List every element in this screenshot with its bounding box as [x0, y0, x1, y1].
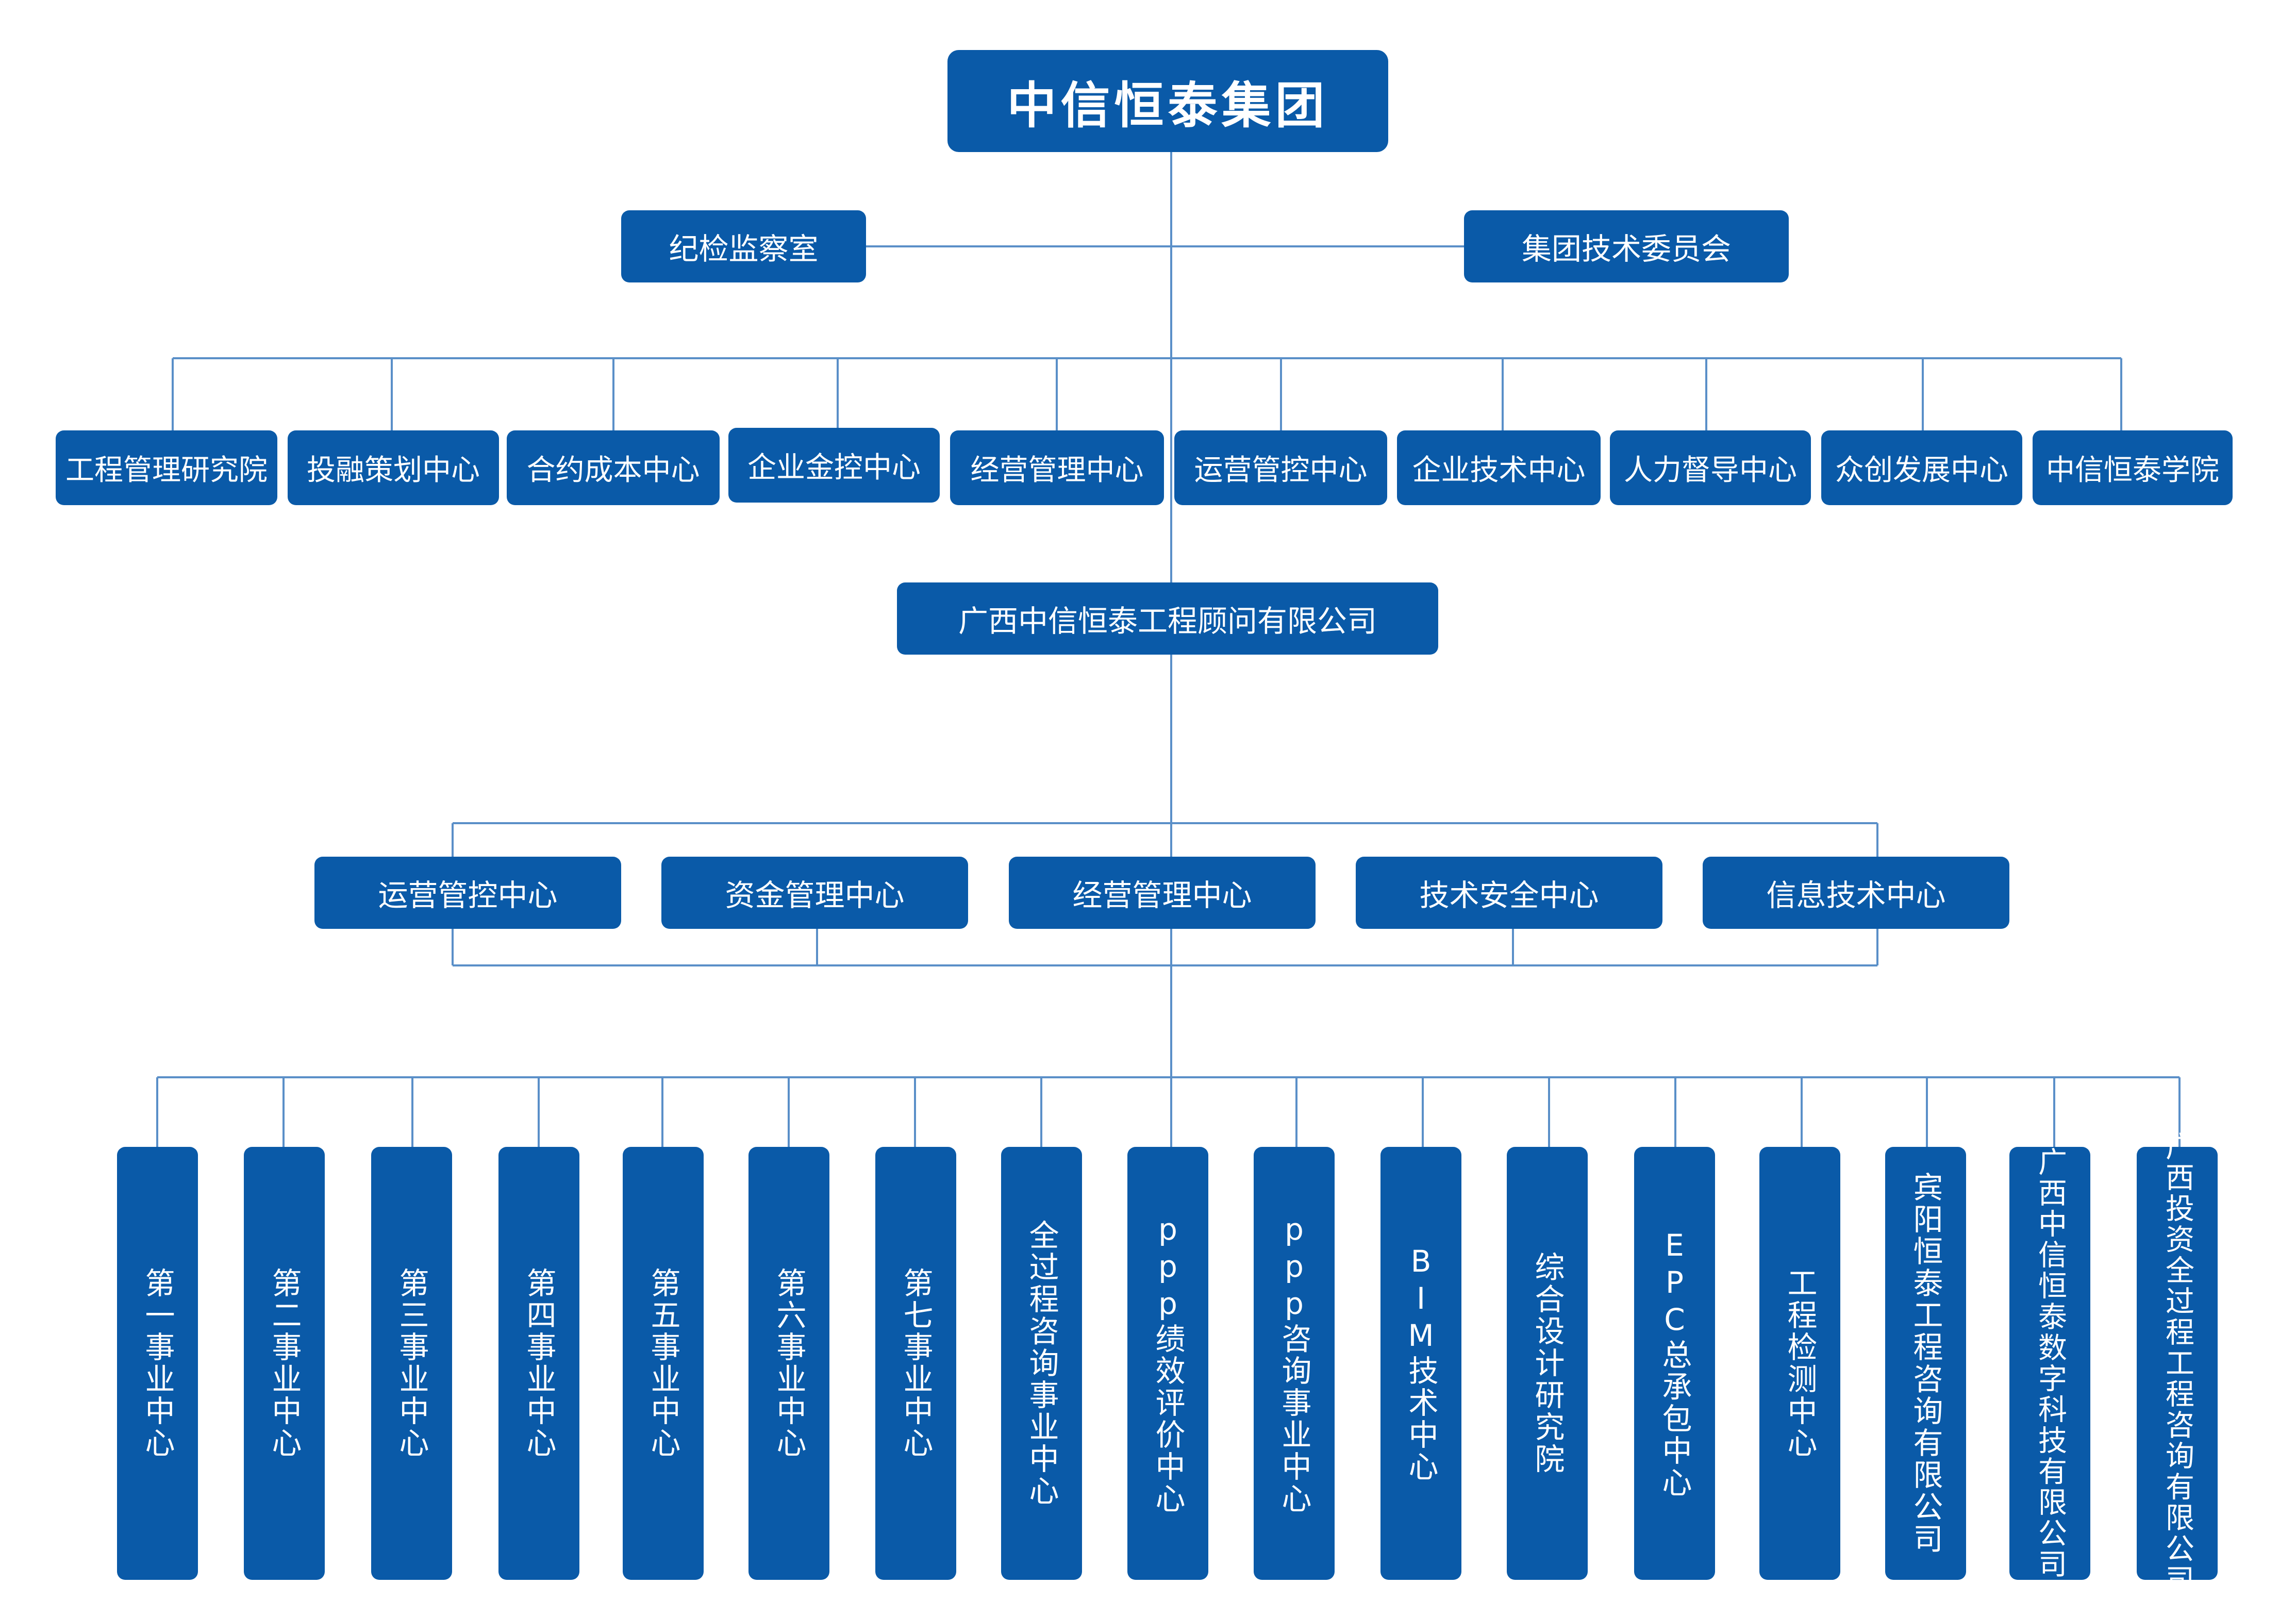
business-unit: 广西投资全过程工程咨询有限公司 [2137, 1131, 2218, 1595]
business-unit-label: 综合设计研究院 [1529, 1252, 1565, 1475]
company-center: 经营管理中心 [1009, 857, 1316, 929]
dept-item: 人力督导中心 [1610, 430, 1811, 505]
business-unit-label: ppp咨询事业中心 [1276, 1212, 1312, 1515]
business-unit: 第四事业中心 [498, 1147, 579, 1580]
group-title: 中信恒泰集团 [947, 50, 1388, 152]
dept-item: 企业金控中心 [728, 428, 940, 503]
company-center: 运营管控中心 [314, 857, 621, 929]
business-unit-label: EPC总承包中心 [1657, 1228, 1692, 1499]
business-unit: 工程检测中心 [1759, 1147, 1840, 1580]
business-unit-label: 第二事业中心 [267, 1267, 302, 1459]
business-unit: 第三事业中心 [371, 1147, 452, 1580]
technical-committee: 集团技术委员会 [1464, 210, 1789, 282]
business-unit: 宾阳恒泰工程咨询有限公司 [1885, 1147, 1966, 1580]
business-unit-label: 工程检测中心 [1782, 1267, 1818, 1459]
business-unit: EPC总承包中心 [1634, 1147, 1715, 1580]
company-center: 信息技术中心 [1703, 857, 2009, 929]
business-unit-label: 第一事业中心 [140, 1267, 175, 1459]
business-unit: 第七事业中心 [875, 1147, 956, 1580]
business-unit-label: ppp绩效评价中心 [1150, 1212, 1186, 1515]
business-unit: 广西中信恒泰数字科技有限公司 [2009, 1147, 2090, 1580]
discipline-inspection-office: 纪检监察室 [621, 210, 866, 282]
business-unit-label: 第三事业中心 [394, 1267, 429, 1459]
business-unit: 第六事业中心 [748, 1147, 829, 1580]
business-unit-label: 宾阳恒泰工程咨询有限公司 [1908, 1172, 1943, 1555]
business-unit-label: 第四事业中心 [521, 1267, 557, 1459]
company-title: 广西中信恒泰工程顾问有限公司 [897, 582, 1438, 655]
company-center: 资金管理中心 [661, 857, 968, 929]
business-unit: ppp咨询事业中心 [1254, 1147, 1335, 1580]
business-unit-label: 第六事业中心 [771, 1267, 807, 1459]
company-center: 技术安全中心 [1356, 857, 1662, 929]
business-unit: 第二事业中心 [244, 1147, 325, 1580]
business-unit: BIM技术中心 [1380, 1147, 1461, 1580]
business-unit-label: 第七事业中心 [898, 1267, 934, 1459]
business-unit: 第五事业中心 [623, 1147, 704, 1580]
business-unit-label: 广西中信恒泰数字科技有限公司 [2033, 1147, 2067, 1580]
dept-item: 经营管理中心 [950, 430, 1164, 505]
dept-item: 投融策划中心 [288, 430, 499, 505]
business-unit-label: 广西投资全过程工程咨询有限公司 [2160, 1131, 2194, 1595]
business-unit: ppp绩效评价中心 [1127, 1147, 1208, 1580]
business-unit: 第一事业中心 [117, 1147, 198, 1580]
business-unit: 全过程咨询事业中心 [1001, 1147, 1082, 1580]
dept-item: 工程管理研究院 [56, 430, 277, 505]
dept-item: 众创发展中心 [1821, 430, 2022, 505]
business-unit: 综合设计研究院 [1507, 1147, 1588, 1580]
dept-item: 运营管控中心 [1174, 430, 1387, 505]
business-unit-label: 全过程咨询事业中心 [1024, 1220, 1059, 1507]
dept-item: 合约成本中心 [507, 430, 720, 505]
business-unit-label: 第五事业中心 [645, 1267, 681, 1459]
dept-item: 企业技术中心 [1397, 430, 1601, 505]
business-unit-label: BIM技术中心 [1403, 1244, 1439, 1483]
dept-item: 中信恒泰学院 [2033, 430, 2233, 505]
